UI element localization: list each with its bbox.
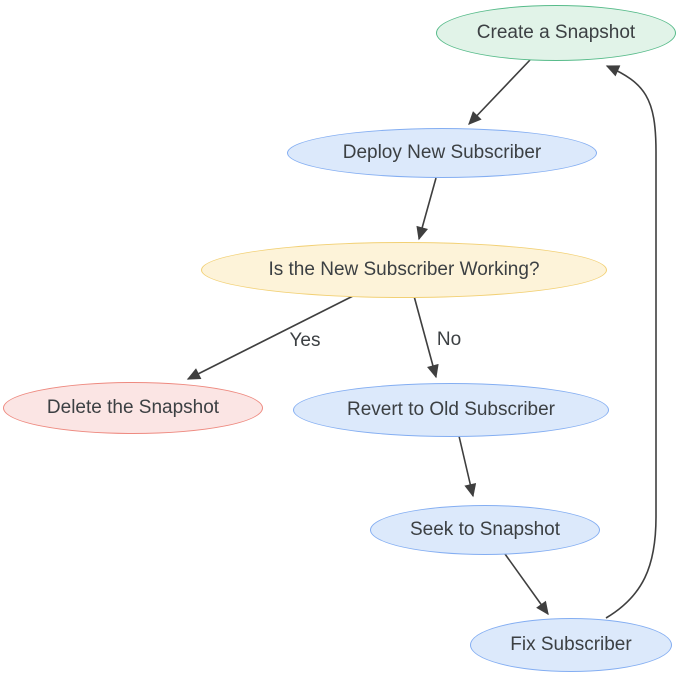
edge-fix-subscriber-to-create-a-snapshot	[605, 65, 657, 619]
edge-label-no: No	[437, 329, 461, 350]
edge-revert-to-old-subscriber-to-seek-to-snapshot	[458, 435, 477, 498]
edge-create-a-snapshot-to-deploy-new-subscriber	[468, 59, 531, 125]
edge-deploy-new-subscriber-to-is-the-new-subscriber-working	[416, 177, 437, 241]
edge-label-yes: Yes	[290, 330, 321, 351]
edge-is-the-new-subscriber-working-to-delete-the-snapshot	[186, 295, 354, 380]
edge-is-the-new-subscriber-working-to-revert-to-old-subscriber	[413, 295, 439, 379]
edge-seek-to-snapshot-to-fix-subscriber	[504, 553, 549, 616]
